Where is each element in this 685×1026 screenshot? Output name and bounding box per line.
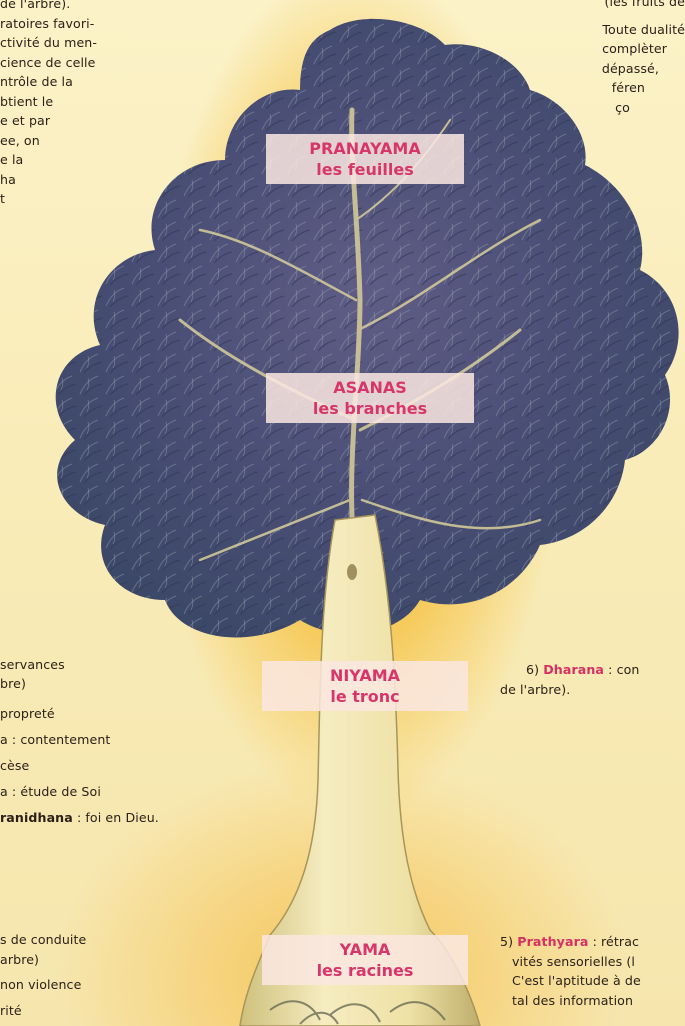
label-subtitle: les branches — [272, 398, 468, 419]
text-line: 5) Prathyara : rétrac — [500, 932, 685, 952]
text-line: ctivité du men- — [0, 33, 190, 53]
niyama-list: servances bre) propreté a : contentement… — [0, 655, 250, 831]
text-line: féren — [535, 78, 685, 98]
text-line: a : contentement — [0, 727, 250, 753]
text-line: ratoires favori- — [0, 14, 190, 34]
text-line: ee, on — [0, 131, 190, 151]
left-top-text: de l'arbre). ratoires favori- ctivité du… — [0, 0, 190, 209]
text-line: non violence — [0, 975, 200, 995]
text-line: bre) — [0, 674, 250, 693]
yama-list: s de conduite arbre) non violence rité — [0, 930, 200, 1020]
trunk-knot — [347, 564, 357, 580]
text-line: arbre) — [0, 950, 200, 970]
label-niyama: NIYAMA le tronc — [262, 661, 468, 711]
text-line: ço — [535, 98, 685, 118]
text-line: cèse — [0, 753, 250, 779]
label-pranayama: PRANAYAMA les feuilles — [266, 134, 464, 184]
text-line: servances — [0, 655, 250, 674]
text-line: rité — [0, 1001, 200, 1021]
text-line: de l'arbre). — [500, 680, 685, 700]
text-line: vités sensorielles (l — [500, 952, 685, 972]
text-line: ranidhana : foi en Dieu. — [0, 805, 250, 831]
label-asanas: ASANAS les branches — [266, 373, 474, 423]
text-line: cience de celle — [0, 53, 190, 73]
text-line: s de conduite — [0, 930, 200, 950]
label-title: PRANAYAMA — [272, 138, 458, 159]
text-line: de l'arbre). — [0, 0, 190, 14]
label-subtitle: les feuilles — [272, 159, 458, 180]
text-line: C'est l'aptitude à de — [500, 971, 685, 991]
text-line: tal des information — [500, 991, 685, 1011]
text-line: complèter — [535, 39, 685, 59]
text-line: btient le — [0, 92, 190, 112]
right-top-text: (les fruits de Toute dualité complèter d… — [535, 0, 685, 117]
text-line: ntrôle de la — [0, 72, 190, 92]
text-line: propreté — [0, 701, 250, 727]
label-subtitle: le tronc — [268, 686, 462, 707]
prathyara-text: 5) Prathyara : rétrac vités sensorielles… — [500, 932, 685, 1010]
text-line: a : étude de Soi — [0, 779, 250, 805]
label-yama: YAMA les racines — [262, 935, 468, 985]
text-line: e la — [0, 150, 190, 170]
label-title: NIYAMA — [268, 665, 462, 686]
text-line: e et par — [0, 111, 190, 131]
label-title: ASANAS — [272, 377, 468, 398]
label-subtitle: les racines — [268, 960, 462, 981]
text-line: Toute dualité — [535, 20, 685, 40]
text-line: ha — [0, 170, 190, 190]
text-line: t — [0, 189, 190, 209]
text-line: 6) Dharana : con — [500, 660, 685, 680]
label-title: YAMA — [268, 939, 462, 960]
text-line: (les fruits de — [535, 0, 685, 12]
dharana-text: 6) Dharana : con de l'arbre). — [500, 660, 685, 699]
text-line: dépassé, — [535, 59, 685, 79]
